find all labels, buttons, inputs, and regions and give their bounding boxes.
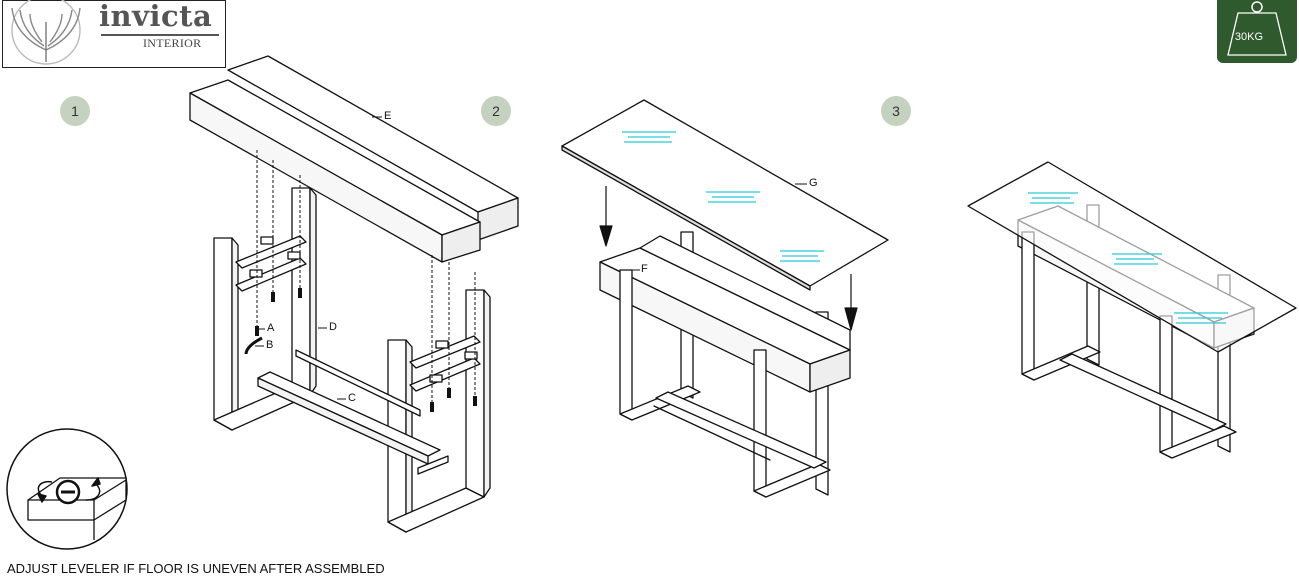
leveler-caption: ADJUST LEVELER IF FLOOR IS UNEVEN AFTER … — [7, 561, 385, 576]
wing-logo-icon — [11, 0, 81, 65]
top-board-E — [189, 55, 519, 263]
brand-rule — [101, 34, 219, 36]
arrow-down-icon — [599, 186, 858, 331]
brand-name: invicta — [99, 0, 213, 33]
step3-assembled — [967, 161, 1297, 459]
screws — [255, 288, 477, 412]
part-label-G: G — [809, 177, 818, 189]
allen-key-icon — [244, 336, 263, 355]
step-badge-2: 2 — [481, 96, 511, 126]
part-label-A: A — [267, 322, 275, 334]
brand-logo: invicta INTERIOR — [2, 0, 226, 68]
mounting-plates — [249, 236, 478, 383]
weight-badge — [1217, 0, 1297, 63]
rotate-arrows-icon — [37, 477, 101, 503]
step-badge-3: 3 — [881, 96, 911, 126]
part-label-C: C — [348, 392, 356, 404]
part-label-B: B — [266, 339, 274, 351]
part-label-E: E — [384, 110, 392, 122]
leveler-detail — [6, 428, 128, 550]
step1-frame — [213, 187, 491, 533]
brand-sub: INTERIOR — [143, 36, 202, 50]
screw-guides — [256, 150, 476, 405]
step-badge-1: 1 — [60, 96, 90, 126]
glass-marks — [622, 131, 1228, 324]
weight-icon — [1227, 1, 1287, 56]
step2-assembly — [599, 231, 851, 498]
part-label-F: F — [641, 263, 648, 275]
part-label-D: D — [329, 321, 337, 333]
weight-limit-label: 30KG — [1234, 31, 1264, 43]
